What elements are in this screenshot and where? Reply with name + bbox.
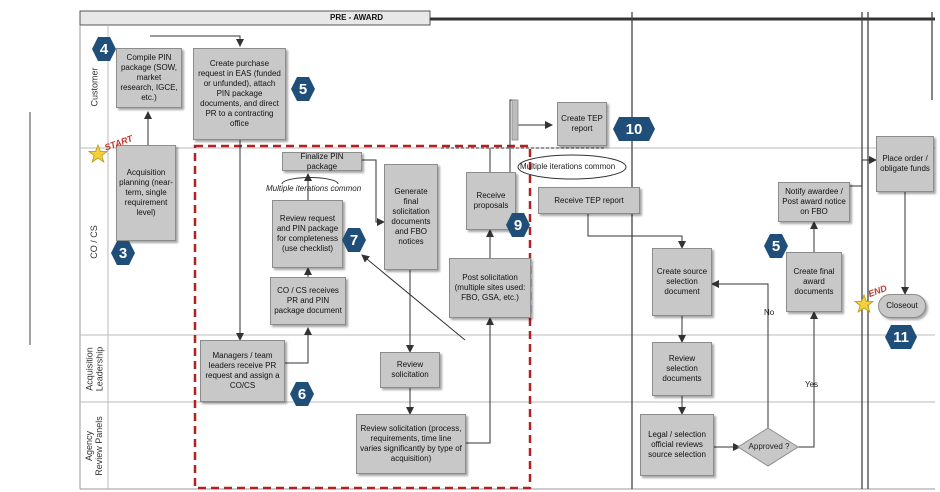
- connector: [362, 159, 385, 226]
- finalize-pin-box: Finalize PIN package: [282, 152, 362, 171]
- approved-decision-diamond: [737, 427, 799, 467]
- receive-proposals-box: Receive proposals: [466, 172, 516, 230]
- start-star-icon: [88, 144, 108, 163]
- connector: [711, 280, 769, 428]
- create-tep-box: Create TEP report: [557, 102, 607, 146]
- step-5-hexagon-icon: 5: [290, 76, 316, 102]
- notify-awardee-box: Notify awardee / Post award notice on FB…: [778, 182, 850, 222]
- yes-label: Yes: [805, 380, 819, 389]
- lane-label-panels: Agency Review Panels: [84, 415, 104, 476]
- lane-label-leadership: Acquisition Leadership: [84, 346, 105, 391]
- receive-tep-box: Receive TEP report: [538, 187, 640, 214]
- review-solicitation-leadership-box: Review solicitation: [380, 352, 440, 388]
- connector: [361, 254, 466, 341]
- end-star-icon: [854, 294, 874, 313]
- step-3-hexagon-icon: 3: [110, 240, 136, 266]
- connector: [150, 35, 244, 47]
- step-11-hexagon-icon: 11: [884, 324, 918, 350]
- step-10-hexagon-icon: 10: [612, 116, 656, 142]
- managers-box: Managers / team leaders receive PR reque…: [200, 340, 285, 402]
- connector: [285, 327, 312, 364]
- connector: [466, 317, 494, 444]
- iteration-loop: [281, 177, 339, 185]
- step-9-hexagon-icon: 9: [505, 212, 531, 238]
- iteration-loop: [517, 154, 627, 180]
- step-6-hexagon-icon: 6: [289, 381, 315, 407]
- no-label: No: [764, 308, 775, 317]
- review-solicitation-panel-box: Review solicitation (process, requiremen…: [356, 414, 466, 474]
- step-4-hexagon-icon: 4: [91, 36, 117, 62]
- approved-label: Approved ?: [748, 442, 790, 451]
- phase-title: PRE - AWARD: [330, 13, 384, 22]
- create-pr-box: Create purchase request in EAS (funded o…: [193, 48, 286, 140]
- iteration-note-1: Multiple iterations common: [266, 184, 362, 193]
- review-request-box: Review request and PIN package for compl…: [272, 200, 343, 268]
- create-final-award-box: Create final award documents: [786, 252, 842, 312]
- post-solicitation-box: Post solicitation (multiple sites used: …: [449, 258, 531, 318]
- connector: [587, 214, 686, 249]
- acquisition-planning-box: Acquisition planning (near-term, single …: [116, 145, 176, 241]
- tep-doc-bar: [511, 99, 519, 141]
- closeout-box: Closeout: [878, 294, 926, 318]
- place-order-box: Place order / obligate funds: [876, 136, 934, 192]
- create-source-selection-box: Create source selection document: [652, 248, 712, 316]
- connector: [796, 311, 818, 448]
- compile-pin-box: Compile PIN package (SOW, market researc…: [116, 48, 182, 108]
- generate-final-box: Generate final solicitation documents an…: [384, 164, 438, 270]
- dashed-focus-region: [193, 144, 532, 490]
- connector: [850, 156, 877, 187]
- review-selection-box: Review selection documents: [652, 342, 712, 396]
- step-7-hexagon-icon: 7: [341, 227, 367, 253]
- step-5-award-hexagon-icon: 5: [763, 233, 789, 259]
- co-receives-box: CO / CS receives PR and PIN package docu…: [270, 277, 346, 325]
- legal-selection-box: Legal / selection official reviews sourc…: [640, 414, 714, 476]
- iteration-note-2: Multiple iterations common: [520, 162, 616, 171]
- lane-label-cocs: CO / CS: [89, 224, 100, 259]
